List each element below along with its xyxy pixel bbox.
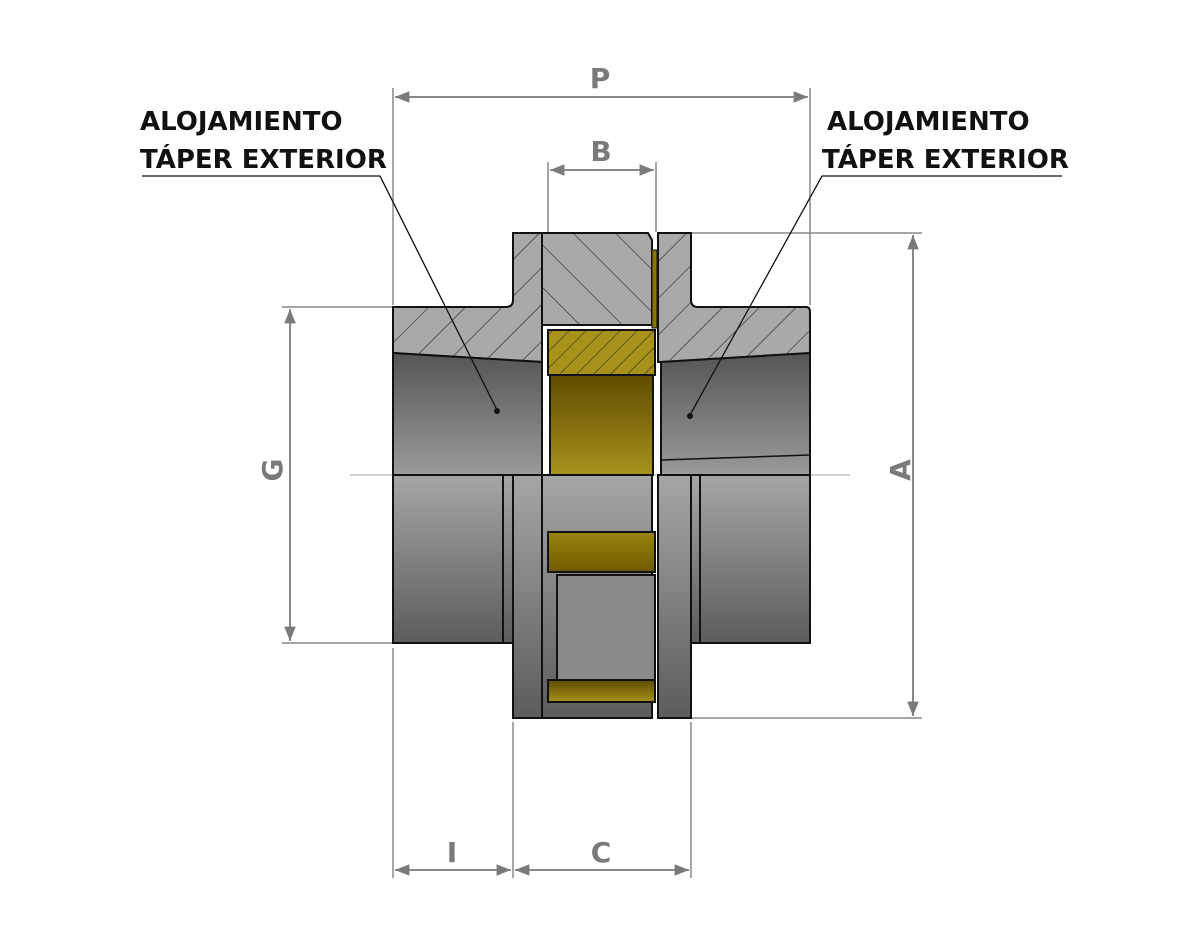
inner-plate xyxy=(556,574,656,681)
dim-i-label: I xyxy=(447,836,457,869)
bronze-tooth-lower xyxy=(547,679,656,703)
left-flange-body xyxy=(512,474,543,719)
left-taper-bore xyxy=(392,351,543,476)
left-callout-line2: TÁPER EXTERIOR xyxy=(140,143,387,175)
left-hub-body xyxy=(392,474,514,644)
bronze-insert xyxy=(549,374,654,476)
dim-g-label: G xyxy=(256,459,289,482)
bronze-tooth-upper xyxy=(547,531,656,573)
left-callout-dot xyxy=(494,408,500,414)
left-callout-line1: ALOJAMIENTO xyxy=(140,107,343,137)
dim-b-label: B xyxy=(590,135,611,168)
right-flange-body xyxy=(657,474,692,719)
dim-p-label: P xyxy=(590,62,611,95)
bronze-ring-section xyxy=(547,329,656,376)
dim-c-label: C xyxy=(591,836,612,869)
right-callout-line2: TÁPER EXTERIOR xyxy=(822,143,1069,175)
left-hub-section xyxy=(392,232,543,364)
right-hub-body xyxy=(690,474,811,644)
center-flange-section xyxy=(541,232,653,326)
right-callout-dot xyxy=(687,413,693,419)
lower-half xyxy=(392,474,811,719)
callout-leaders xyxy=(142,175,1062,416)
right-taper-bore xyxy=(660,351,811,476)
dim-a-label: A xyxy=(884,459,917,481)
upper-section xyxy=(392,232,811,476)
right-hub-section xyxy=(657,232,811,363)
right-callout-line1: ALOJAMIENTO xyxy=(827,107,1030,137)
dimension-lines xyxy=(284,91,919,876)
